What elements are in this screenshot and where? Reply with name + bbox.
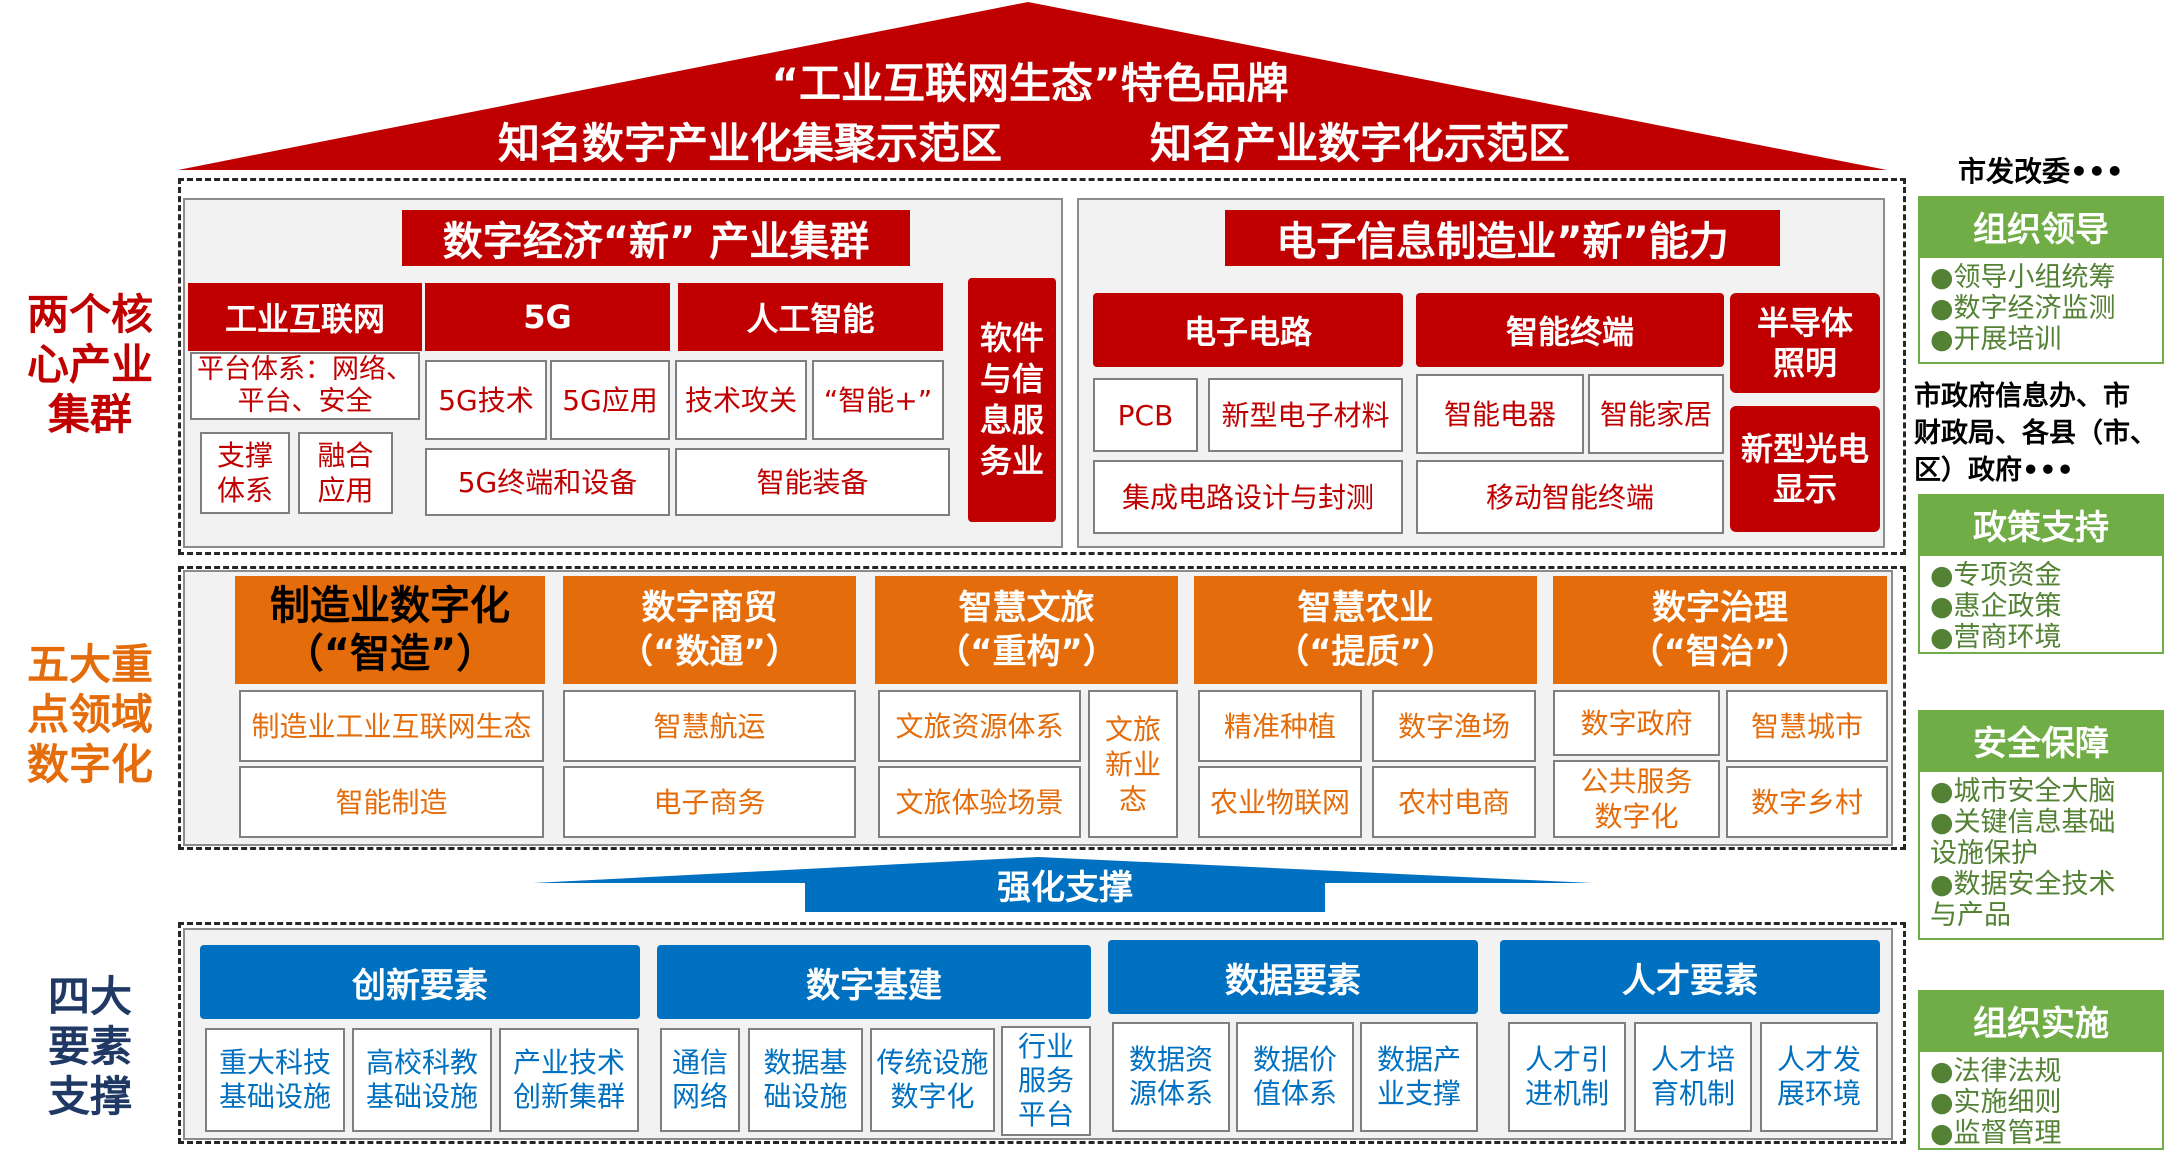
top-note: 市发改委•••: [1958, 155, 2124, 188]
roof-left-title: 知名数字产业化集聚示范区: [497, 118, 1002, 168]
domain-governance-header: 数字治理 （“智治”）: [1553, 576, 1887, 684]
element-infrastructure-item: 通信 网络: [660, 1028, 740, 1132]
header-circuit: 电子电路: [1093, 293, 1403, 367]
domain-tourism-header: 智慧文旅 （“重构”）: [875, 576, 1178, 684]
element-infrastructure-item: 行业 服务 平台: [1001, 1026, 1091, 1136]
ii-app: 融合 应用: [298, 432, 393, 514]
header-industrial-internet: 工业互联网: [188, 283, 422, 351]
element-data-item: 数据产 业支撑: [1360, 1022, 1478, 1132]
domain-governance-item: 数字乡村: [1726, 766, 1888, 838]
domain-tourism-item: 文旅 新业 态: [1088, 690, 1178, 838]
element-infrastructure-header: 数字基建: [657, 945, 1091, 1019]
circuit-material: 新型电子材料: [1208, 378, 1403, 452]
header-terminal: 智能终端: [1416, 293, 1724, 367]
element-talent-item: 人才培 育机制: [1634, 1022, 1752, 1132]
element-infrastructure-item: 数据基 础设施: [748, 1028, 863, 1132]
element-talent-item: 人才引 进机制: [1508, 1022, 1626, 1132]
domain-agriculture-item: 农村电商: [1372, 766, 1536, 838]
policy-header: 政策支持: [1918, 494, 2164, 554]
domain-commerce-item: 智慧航运: [563, 690, 856, 762]
element-data-item: 数据资 源体系: [1112, 1022, 1230, 1132]
domain-commerce-item: 电子商务: [563, 766, 856, 838]
element-data-item: 数据价 值体系: [1236, 1022, 1354, 1132]
optoelectronic-display: 新型光电 显示: [1730, 406, 1880, 532]
label-core-clusters: 两个核 心产业 集群: [26, 290, 153, 439]
software-services: 软件 与信 息服 务业: [968, 278, 1056, 522]
terminal-mobile: 移动智能终端: [1416, 460, 1724, 534]
domain-governance-item: 数字政府: [1553, 690, 1720, 756]
element-innovation-item: 重大科技 基础设施: [205, 1028, 345, 1132]
cluster-left-title: 数字经济“新” 产业集群: [402, 210, 910, 266]
domain-agriculture-item: 农业物联网: [1198, 766, 1362, 838]
impl-header: 组织实施: [1918, 990, 2164, 1050]
org-lead-header: 组织领导: [1918, 196, 2164, 256]
element-innovation-item: 高校科教 基础设施: [352, 1028, 492, 1132]
label-four-elements: 四大 要素 支撑: [47, 972, 132, 1121]
ai-tech: 技术攻关: [675, 360, 807, 440]
domain-agriculture-item: 数字渔场: [1372, 690, 1536, 762]
four-elements-frame: [178, 922, 1906, 1144]
cluster-right-title: 电子信息制造业”新”能力: [1225, 210, 1780, 266]
mid-note: 市政府信息办、市 财政局、各县（市、 区）政府•••: [1914, 381, 2157, 486]
domain-manufacturing-item: 智能制造: [239, 766, 544, 838]
core-cluster-frame: [178, 178, 1906, 555]
ai-equip: 智能装备: [675, 448, 950, 516]
element-infrastructure-item: 传统设施 数字化: [870, 1028, 995, 1132]
ii-platform: 平台体系：网络、 平台、安全: [190, 352, 420, 420]
impl-body: ●法律法规 ●实施细则 ●监督管理: [1918, 1050, 2164, 1150]
domain-manufacturing-header: 制造业数字化 （“智造”）: [235, 576, 545, 684]
header-ai: 人工智能: [678, 283, 943, 351]
terminal-home: 智能家居: [1588, 374, 1724, 454]
terminal-appliance: 智能电器: [1416, 374, 1584, 454]
circuit-ic: 集成电路设计与封测: [1093, 460, 1403, 534]
domain-tourism-item: 文旅体验场景: [878, 766, 1081, 838]
header-5g: 5G: [425, 283, 670, 351]
ii-support: 支撑 体系: [200, 432, 290, 514]
element-data-header: 数据要素: [1108, 940, 1478, 1014]
domain-agriculture-item: 精准种植: [1198, 690, 1362, 762]
label-five-domains: 五大重 点领域 数字化: [26, 640, 153, 789]
five-domains-frame: [178, 566, 1906, 850]
domain-manufacturing-item: 制造业工业互联网生态: [239, 690, 544, 762]
domain-governance-item: 智慧城市: [1726, 690, 1888, 762]
element-innovation-item: 产业技术 创新集群: [499, 1028, 639, 1132]
domain-agriculture-header: 智慧农业 （“提质”）: [1194, 576, 1537, 684]
security-header: 安全保障: [1918, 710, 2164, 770]
ai-plus: “智能+”: [812, 360, 944, 440]
roof-triangle: [178, 2, 1887, 170]
fiveg-tech: 5G技术: [425, 360, 547, 440]
security-body: ●城市安全大脑 ●关键信息基础 设施保护 ●数据安全技术 与产品: [1918, 770, 2164, 940]
roof-right-title: 知名产业数字化示范区: [1149, 118, 1570, 168]
org-lead-body: ●领导小组统筹 ●数字经济监测 ●开展培训: [1918, 256, 2164, 364]
support-arrow-label: 强化支撑: [997, 867, 1133, 908]
domain-tourism-item: 文旅资源体系: [878, 690, 1081, 762]
fiveg-app: 5G应用: [550, 360, 670, 440]
domain-governance-item: 公共服务 数字化: [1553, 760, 1720, 838]
element-innovation-header: 创新要素: [200, 945, 640, 1019]
roof-brand: “工业互联网生态”特色品牌: [771, 58, 1289, 108]
fiveg-terminal: 5G终端和设备: [425, 448, 670, 516]
circuit-pcb: PCB: [1093, 378, 1198, 452]
semiconductor-lighting: 半导体 照明: [1730, 293, 1880, 393]
element-talent-item: 人才发 展环境: [1760, 1022, 1878, 1132]
element-talent-header: 人才要素: [1500, 940, 1880, 1014]
domain-commerce-header: 数字商贸 （“数通”）: [563, 576, 856, 684]
policy-body: ●专项资金 ●惠企政策 ●营商环境: [1918, 554, 2164, 654]
